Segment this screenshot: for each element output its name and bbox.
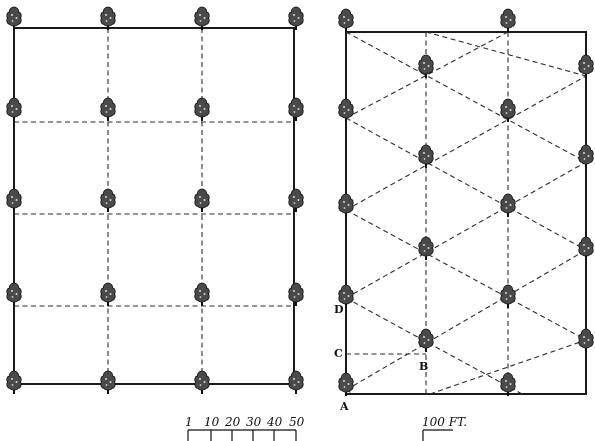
- scale-tick-label: 50: [289, 415, 305, 429]
- tree-icon: [5, 370, 23, 395]
- tree-icon: [499, 98, 517, 123]
- tree-icon: [193, 370, 211, 395]
- tree-icon: [5, 6, 23, 31]
- tree-icon: [577, 328, 595, 353]
- square-grid-lines: [14, 28, 294, 384]
- tree-icon: [287, 97, 305, 122]
- scale-bar: 1 10 20 30 40 50 100 FT.: [185, 415, 467, 441]
- tree-icon: [499, 8, 517, 33]
- tree-icon: [99, 370, 117, 395]
- tree-icon: [577, 236, 595, 261]
- point-b-label: B: [419, 360, 428, 373]
- construction-point-labels: D C B A: [334, 303, 428, 413]
- tree-icon: [337, 8, 355, 33]
- point-d-label: D: [334, 303, 344, 316]
- tree-icon: [577, 144, 595, 169]
- triangular-trees: [337, 8, 595, 397]
- square-planting-diagram: [5, 6, 305, 395]
- left-frame: [13, 27, 295, 385]
- tree-icon: [99, 6, 117, 31]
- tree-icon: [99, 188, 117, 213]
- square-trees: [5, 6, 305, 395]
- tree-icon: [5, 282, 23, 307]
- tree-icon: [287, 6, 305, 31]
- point-a-label: A: [339, 400, 349, 413]
- tree-icon: [577, 54, 595, 79]
- tree-icon: [5, 188, 23, 213]
- tree-icon: [193, 6, 211, 31]
- triangular-planting-diagram: D C B A: [334, 8, 595, 413]
- tree-icon: [193, 97, 211, 122]
- tree-icon: [99, 97, 117, 122]
- tree-icon: [99, 282, 117, 307]
- tree-icon: [287, 188, 305, 213]
- tree-icon: [337, 98, 355, 123]
- scale-tick-label: 30: [246, 415, 262, 429]
- scale-100ft-label: 100 FT.: [422, 415, 467, 429]
- tree-icon: [337, 193, 355, 218]
- tree-icon: [417, 328, 435, 353]
- right-frame: [345, 31, 587, 395]
- tree-icon: [499, 372, 517, 397]
- tree-icon: [417, 54, 435, 79]
- point-c-label: C: [334, 347, 343, 360]
- scale-tick-label: 20: [224, 415, 241, 429]
- tree-icon: [5, 97, 23, 122]
- tree-icon: [499, 284, 517, 309]
- tree-icon: [287, 370, 305, 395]
- tree-icon: [337, 372, 355, 397]
- scale-tick-label: 1: [185, 415, 193, 429]
- triangular-grid-lines: [345, 31, 587, 395]
- tree-icon: [287, 282, 305, 307]
- scale-tick-label: 40: [266, 415, 283, 429]
- scale-tick-label: 10: [204, 415, 220, 429]
- tree-icon: [193, 282, 211, 307]
- tree-icon: [193, 188, 211, 213]
- tree-icon: [499, 193, 517, 218]
